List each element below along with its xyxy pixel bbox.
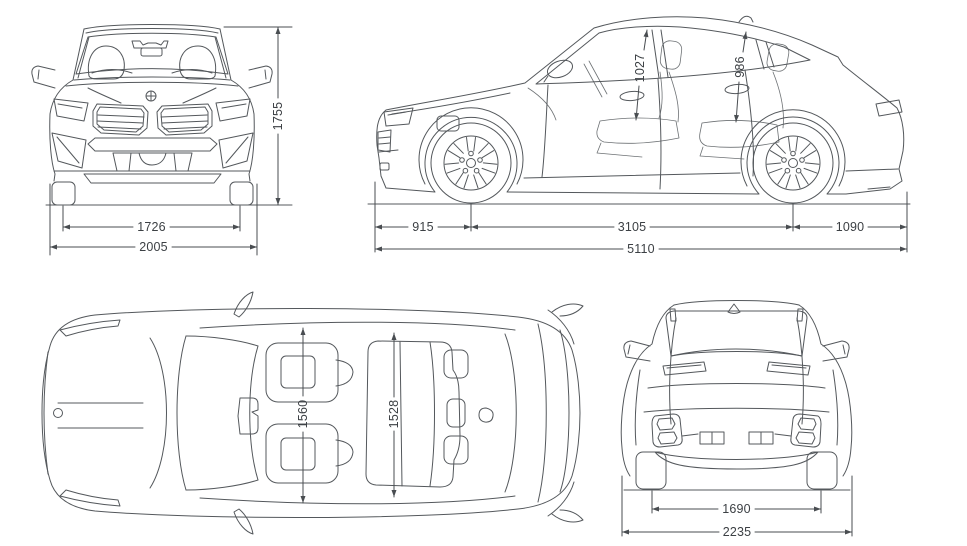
side-rear-end: [738, 15, 903, 190]
extension-lines: [621, 475, 853, 537]
rear-exhausts: [651, 413, 822, 448]
rear-headroom-dimension: [734, 31, 748, 123]
side-glasshouse: [535, 25, 811, 85]
front-bumper: [51, 132, 254, 184]
steering-column: [583, 60, 608, 98]
top-center-console: [237, 397, 259, 435]
antenna-fin: [738, 15, 754, 23]
front-headrests: [87, 45, 217, 80]
rear-body-outline: [620, 300, 853, 477]
front-side-mirrors: [31, 65, 273, 89]
front-hood-creases: [87, 87, 217, 104]
top-cabin-edges: [199, 321, 516, 505]
overall-length-label: 5110: [627, 242, 655, 256]
front-headroom-dimension: [634, 29, 649, 121]
top-front-end: [43, 319, 167, 507]
rear-interior-width-label: 1528: [387, 400, 401, 429]
rear-width-label: 2235: [723, 525, 752, 539]
rear-taillights: [662, 361, 811, 376]
side-front-end: [377, 92, 511, 171]
front-windshield: [75, 32, 229, 79]
wheelbase-label: 3105: [618, 220, 647, 234]
front-headroom-label: 1027: [633, 54, 647, 83]
top-view: [41, 291, 584, 535]
side-body-outline: [376, 16, 905, 195]
rear-headroom-label: 986: [733, 56, 747, 77]
top-front-seats: [265, 342, 354, 484]
front-rearview-mirror: [131, 40, 169, 57]
top-view-dimensions: 1560 1528: [296, 327, 401, 504]
side-interior-sketch: [527, 40, 790, 160]
rear-diffuser: [654, 431, 819, 470]
rear-wheel: [752, 122, 834, 204]
front-wheel: [430, 122, 512, 204]
bmw-roundel-front: [145, 90, 157, 102]
side-wheel-arch-flares: [418, 107, 846, 187]
front-wheels: [51, 181, 254, 206]
front-overhang-label: 915: [412, 220, 433, 234]
front-track-label: 1726: [137, 220, 166, 234]
rear-tailgate-lines: [634, 317, 839, 446]
side-view: [367, 15, 911, 205]
front-headlights: [53, 98, 251, 122]
taillight-side: [875, 99, 903, 117]
top-windshield: [176, 335, 259, 491]
extension-lines: [374, 181, 908, 253]
top-body-outline: [41, 307, 581, 519]
front-kidney-grilles: [92, 103, 213, 136]
top-cargo-rear: [478, 303, 584, 523]
top-rear-bench: [365, 340, 469, 488]
rear-window: [665, 310, 808, 357]
antenna-fin-rear: [727, 303, 741, 314]
top-mirrors: [233, 291, 254, 535]
front-height-label: 1755: [271, 102, 285, 131]
bmw-roundel-top: [53, 408, 63, 418]
charge-port-flap: [436, 115, 460, 132]
side-door-lines: [523, 69, 755, 190]
side-view-dimensions: 1027 986 915 3105 1090 5110: [374, 29, 908, 256]
front-view: [31, 24, 293, 206]
rear-track-label: 1690: [722, 502, 751, 516]
rear-overhang-label: 1090: [836, 220, 865, 234]
front-view-dimensions: 1726 2005 1755: [49, 26, 293, 256]
extension-lines: [49, 26, 293, 256]
rear-mirrors: [623, 340, 850, 362]
rear-view-dimensions: 1690 2235: [621, 475, 853, 539]
rear-view: [620, 300, 853, 491]
front-width-label: 2005: [139, 240, 168, 254]
front-interior-width-label: 1560: [296, 400, 310, 429]
rear-wheels: [635, 451, 838, 490]
